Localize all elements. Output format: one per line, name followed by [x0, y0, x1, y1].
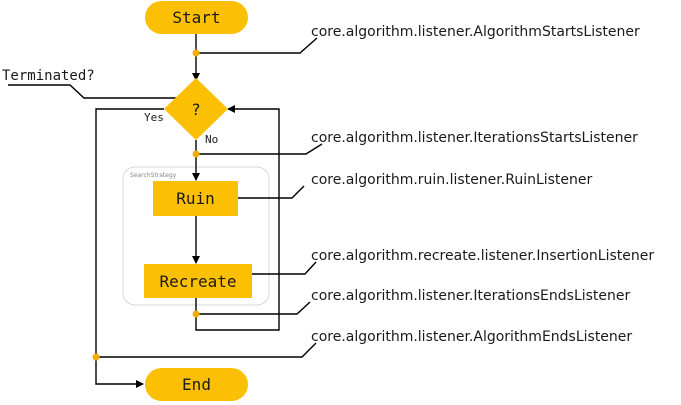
- listener-ruin: core.algorithm.ruin.listener.RuinListene…: [311, 172, 593, 188]
- edge-yes-to-end: [95, 108, 164, 388]
- decision-node-label: ?: [191, 100, 201, 119]
- no-label: No: [205, 133, 218, 146]
- terminated-label: Terminated?: [2, 68, 95, 84]
- recreate-node: [144, 264, 252, 298]
- decision-node: [164, 78, 228, 140]
- recreate-node-label: Recreate: [159, 272, 236, 291]
- junction-algorithm-ends: [92, 353, 100, 361]
- junction-algorithm-starts: [192, 49, 200, 57]
- connector-algorithm-ends: [96, 342, 317, 358]
- search-strategy-label: SearchStrategy: [130, 172, 177, 179]
- listener-insertion: core.algorithm.recreate.listener.Inserti…: [311, 248, 654, 264]
- start-node: [145, 1, 248, 34]
- listener-iterations-starts: core.algorithm.listener.IterationsStarts…: [311, 130, 638, 146]
- connector-iterations-ends: [196, 301, 311, 315]
- connector-ruin: [238, 185, 305, 199]
- junction-iterations-ends: [192, 310, 200, 318]
- listener-algorithm-ends: core.algorithm.listener.AlgorithmEndsLis…: [311, 329, 632, 345]
- listener-algorithm-starts: core.algorithm.listener.AlgorithmStartsL…: [311, 24, 640, 40]
- start-node-label: Start: [172, 8, 220, 27]
- ruin-node-label: Ruin: [176, 189, 215, 208]
- connector-insertion: [252, 261, 317, 275]
- junction-iterations-starts: [192, 150, 200, 158]
- connector-algorithm-starts: [196, 37, 318, 54]
- listener-iterations-ends: core.algorithm.listener.IterationsEndsLi…: [311, 288, 631, 304]
- terminated-callout-line: [8, 84, 180, 99]
- edge-loop-back: [195, 105, 280, 331]
- ruin-node: [153, 181, 238, 216]
- connector-iterations-starts: [196, 143, 323, 155]
- yes-label: Yes: [144, 111, 164, 124]
- end-node: [145, 368, 248, 401]
- end-node-label: End: [182, 375, 211, 394]
